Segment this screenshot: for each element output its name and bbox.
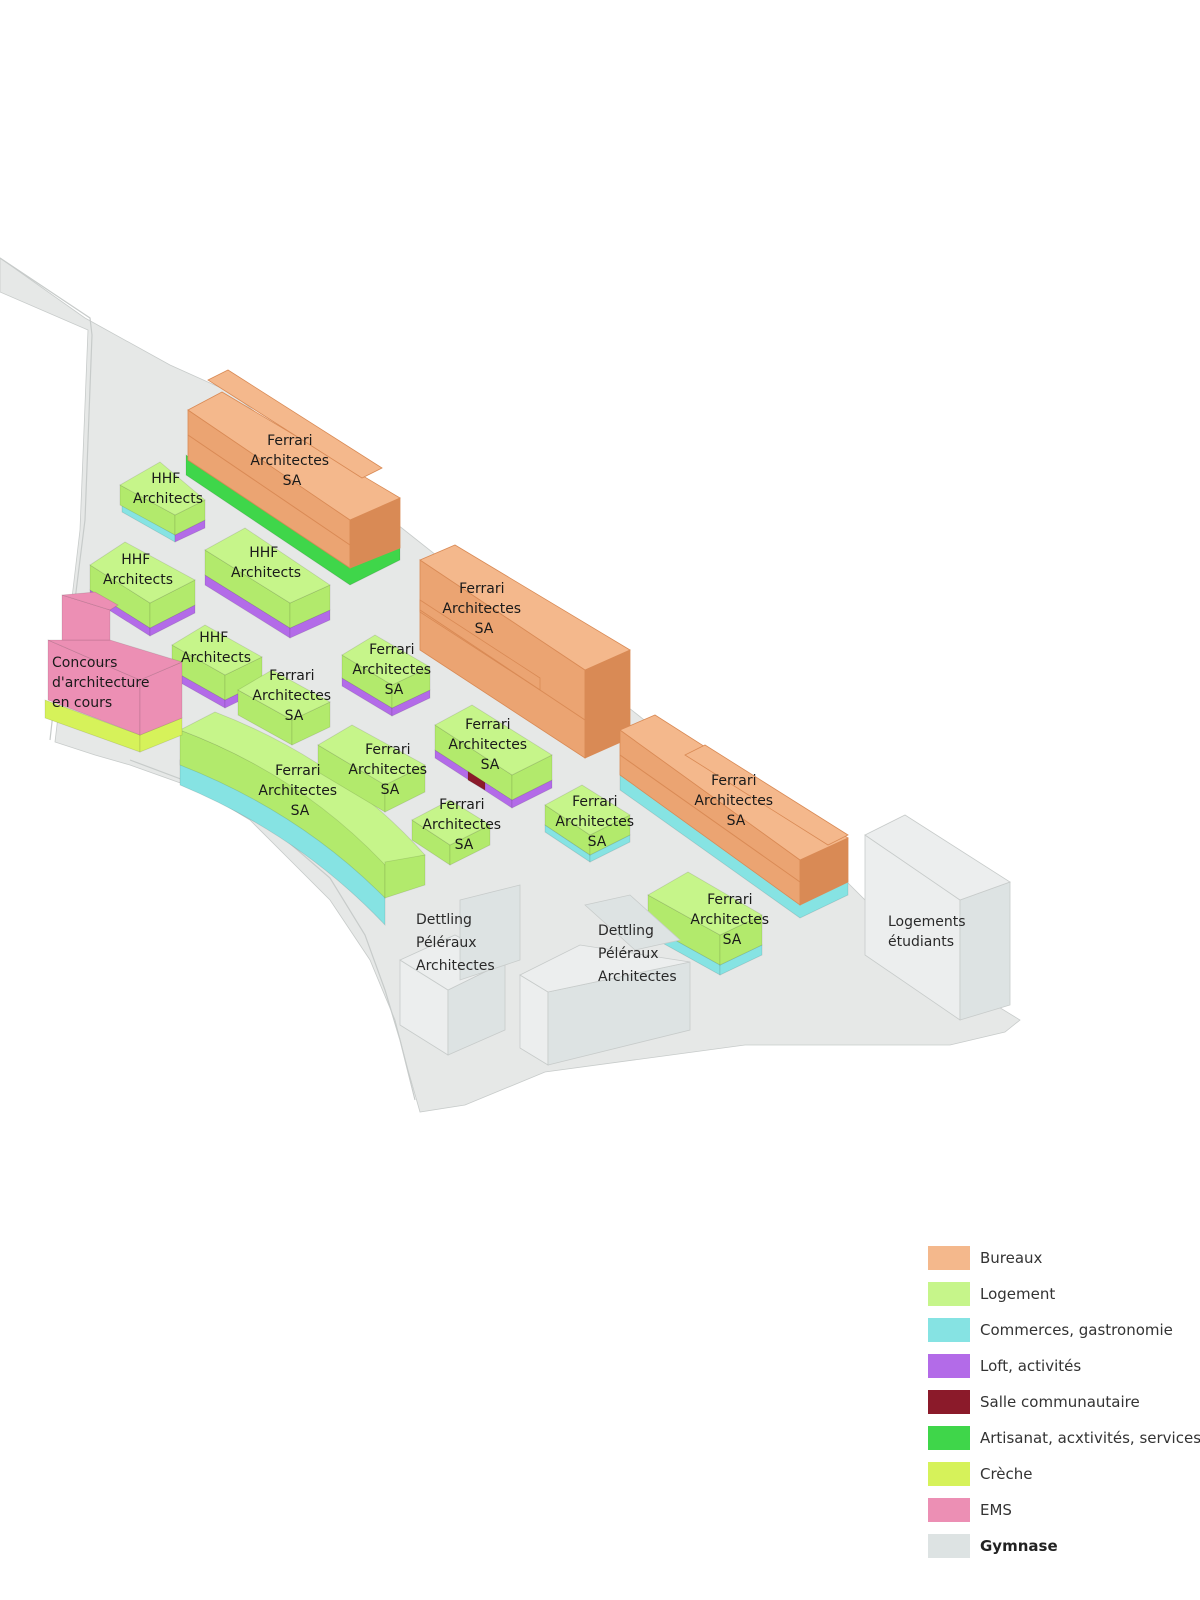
label-ferrari-6: Ferrari Architectes SA <box>448 717 531 773</box>
building-hhf-2 <box>89 541 196 637</box>
building-labels: Ferrari Architectes SA Ferrari Architect… <box>52 433 970 985</box>
building-hhf-1 <box>119 461 206 543</box>
building-logement-e <box>411 799 491 866</box>
building-bureaux-1 <box>185 369 401 586</box>
building-logement-a <box>341 634 431 717</box>
legend-item: Bureaux <box>928 1240 1198 1276</box>
building-bureaux-2 <box>419 544 631 759</box>
building-logement-f <box>544 784 631 863</box>
building-logements-etudiants <box>864 814 1011 1021</box>
legend-swatch <box>928 1318 970 1342</box>
building-dettling-1 <box>399 884 521 1056</box>
legend-label: Crèche <box>980 1465 1033 1483</box>
building-logement-d <box>434 704 553 809</box>
label-ferrari-11: Ferrari Architectes SA <box>690 892 773 948</box>
label-ferrari-9: Ferrari Architectes SA <box>422 797 505 853</box>
label-hhf-1: HHF Architects <box>133 471 203 507</box>
legend-label: Artisanat, acxtivités, services <box>980 1429 1200 1447</box>
legend-swatch <box>928 1534 970 1558</box>
legend-label: Gymnase <box>980 1537 1058 1555</box>
label-logements-etudiants: Logements étudiants <box>888 914 970 950</box>
legend-swatch <box>928 1354 970 1378</box>
legend-label: Logement <box>980 1285 1056 1303</box>
label-ferrari-10: Ferrari Architectes SA <box>555 794 638 850</box>
label-ferrari-2: Ferrari Architectes SA <box>442 581 525 637</box>
label-ferrari-1: Ferrari Architectes SA <box>250 433 333 489</box>
label-hhf-2: HHF Architects <box>103 552 173 588</box>
label-dettling-1: Dettling Péléraux Architectes <box>416 912 495 974</box>
label-ferrari-4: Ferrari Architectes SA <box>352 642 435 698</box>
label-hhf-3: HHF Architects <box>231 545 301 581</box>
label-ferrari-7: Ferrari Architectes SA <box>258 763 341 819</box>
legend-item: Commerces, gastronomie <box>928 1312 1198 1348</box>
legend-swatch <box>928 1282 970 1306</box>
legend-swatch <box>928 1246 970 1270</box>
building-logement-b <box>237 669 331 746</box>
label-concours: Concours d'architecture en cours <box>52 655 154 711</box>
legend-label: Bureaux <box>980 1249 1043 1267</box>
building-bureaux-3 <box>619 714 849 919</box>
legend-item: Crèche <box>928 1456 1198 1492</box>
label-ferrari-3: Ferrari Architectes SA <box>694 773 777 829</box>
legend-item: Gymnase <box>928 1528 1198 1564</box>
legend-item: Artisanat, acxtivités, services <box>928 1420 1200 1456</box>
label-ferrari-5: Ferrari Architectes SA <box>252 668 335 724</box>
building-ems-concours <box>44 591 184 753</box>
legend-label: Commerces, gastronomie <box>980 1321 1173 1339</box>
building-logement-c <box>317 724 426 813</box>
building-logement-curved <box>179 711 426 927</box>
legend-item: Salle communautaire <box>928 1384 1198 1420</box>
legend-label: Loft, activités <box>980 1357 1082 1375</box>
legend-swatch <box>928 1462 970 1486</box>
legend-item: Loft, activités <box>928 1348 1198 1384</box>
legend-label: Salle communautaire <box>980 1393 1140 1411</box>
legend-item: EMS <box>928 1492 1198 1528</box>
legend-swatch <box>928 1390 970 1414</box>
building-hhf-3 <box>204 527 331 639</box>
label-hhf-4: HHF Architects <box>181 630 251 666</box>
legend-swatch <box>928 1426 970 1450</box>
building-dettling-2 <box>519 894 691 1066</box>
label-dettling-2: Dettling Péléraux Architectes <box>598 923 677 985</box>
label-ferrari-8: Ferrari Architectes SA <box>348 742 431 798</box>
legend-label: EMS <box>980 1501 1012 1519</box>
legend-swatch <box>928 1498 970 1522</box>
legend-item: Logement <box>928 1276 1198 1312</box>
